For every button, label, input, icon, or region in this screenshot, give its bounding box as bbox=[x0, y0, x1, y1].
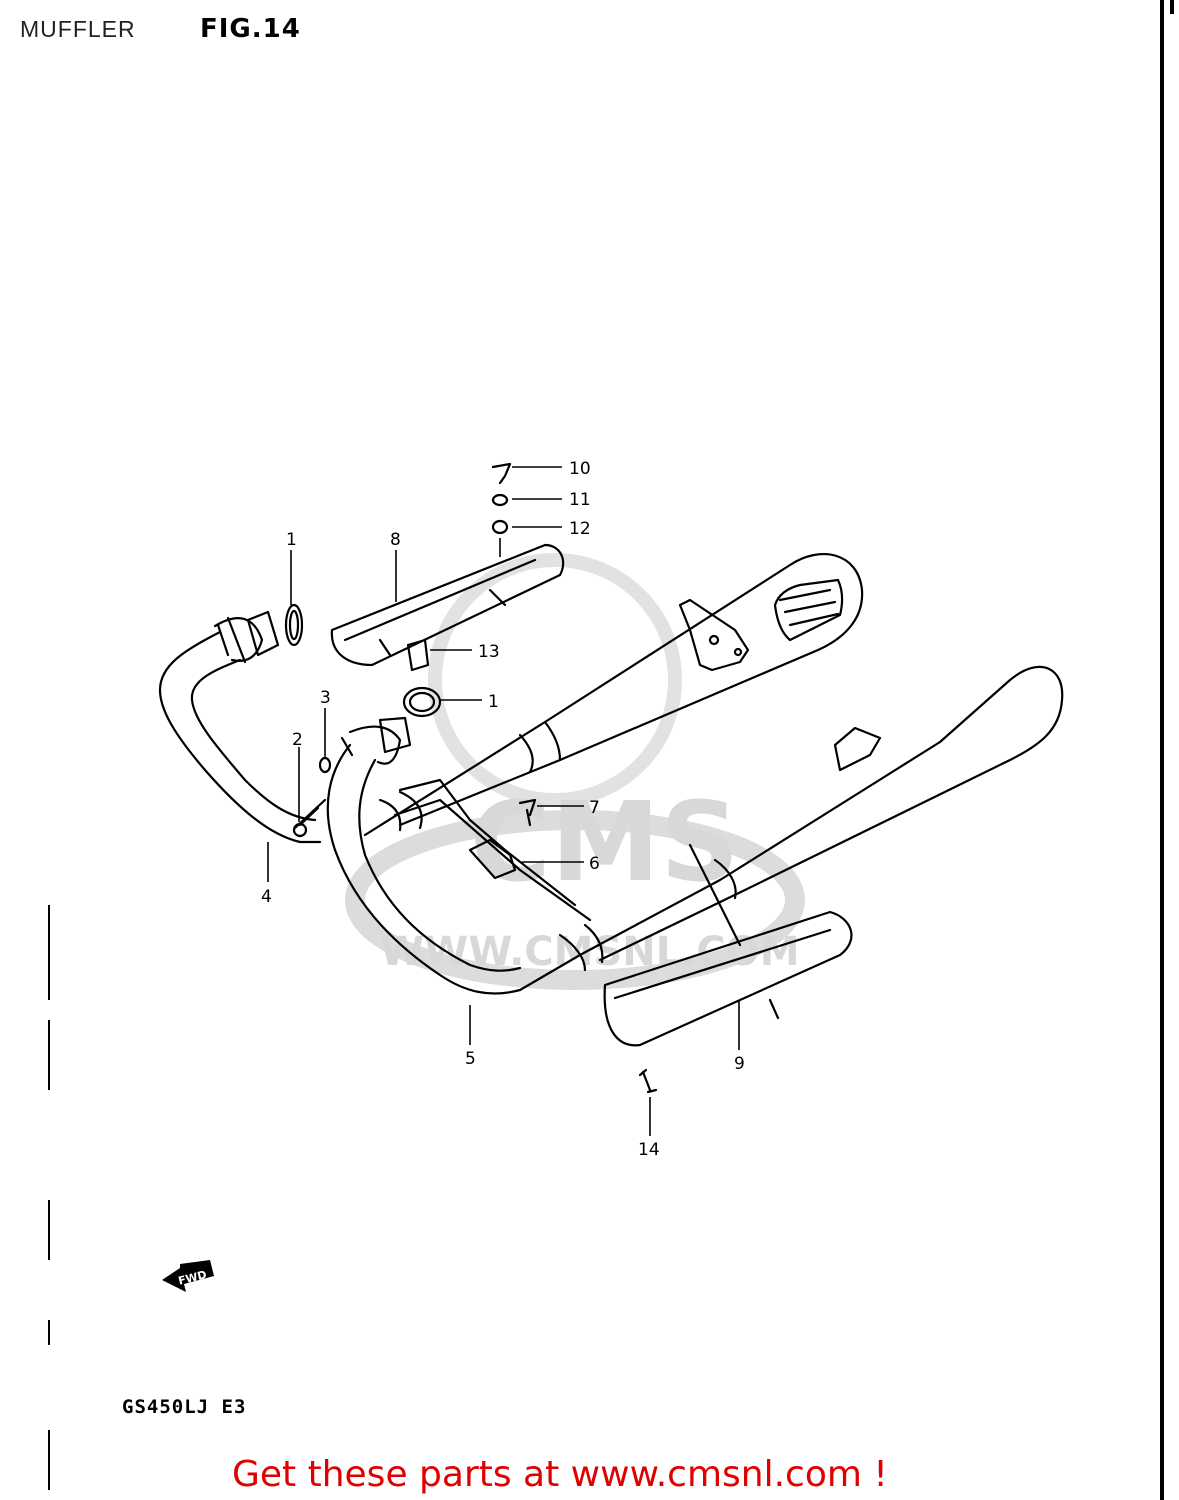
callout-13: 13 bbox=[478, 642, 500, 662]
callout-14: 14 bbox=[638, 1140, 660, 1160]
bolt-10 bbox=[491, 462, 512, 485]
callout-1-upper: 1 bbox=[286, 530, 297, 550]
page-border-tick bbox=[1170, 0, 1174, 14]
callout-12: 12 bbox=[569, 519, 591, 539]
muffler-upper bbox=[363, 552, 864, 837]
watermark-brand: CMS bbox=[470, 778, 739, 906]
fwd-arrow-icon: FWD bbox=[162, 1260, 214, 1292]
nut-11 bbox=[491, 493, 509, 507]
exhaust-pipe-right bbox=[326, 716, 522, 995]
callout-6: 6 bbox=[589, 854, 600, 874]
figure-label: FIG.14 bbox=[200, 14, 301, 44]
callout-11: 11 bbox=[569, 490, 591, 510]
callout-8: 8 bbox=[390, 530, 401, 550]
callout-5: 5 bbox=[465, 1049, 476, 1069]
callout-7: 7 bbox=[589, 798, 600, 818]
muffler-bracket-upper bbox=[678, 598, 750, 672]
clamp-13 bbox=[406, 638, 430, 672]
bolt-7 bbox=[518, 798, 537, 827]
model-code: GS450LJ E3 bbox=[122, 1396, 247, 1418]
page-border bbox=[1160, 0, 1164, 1500]
callout-4: 4 bbox=[261, 887, 272, 907]
leader-lines bbox=[267, 466, 740, 1136]
gasket-upper bbox=[284, 603, 304, 647]
muffler-bracket-lower bbox=[833, 726, 882, 772]
watermark-url: WWW.CMSNL.COM bbox=[380, 929, 800, 975]
callout-1-lower: 1 bbox=[488, 692, 499, 712]
washer-3 bbox=[318, 756, 332, 774]
exhaust-pipe-left bbox=[158, 610, 322, 844]
callouts: 10 11 12 1 8 13 1 3 2 4 7 6 5 9 14 bbox=[261, 459, 745, 1160]
heat-shield-upper bbox=[330, 543, 565, 667]
page-title: MUFFLER bbox=[20, 16, 136, 42]
heat-shield-lower bbox=[603, 910, 853, 1047]
watermark: CMS WWW.CMSNL.COM bbox=[345, 553, 805, 990]
callout-10: 10 bbox=[569, 459, 591, 479]
gasket-middle bbox=[402, 686, 442, 718]
callout-3: 3 bbox=[320, 688, 331, 708]
bolt-2 bbox=[293, 798, 327, 830]
cushion-12 bbox=[491, 519, 509, 535]
get-parts-link[interactable]: Get these parts at www.cmsnl.com ! bbox=[232, 1454, 888, 1495]
bolt-14 bbox=[638, 1068, 658, 1094]
clamp-6 bbox=[468, 838, 517, 880]
callout-9: 9 bbox=[734, 1054, 745, 1074]
callout-2: 2 bbox=[292, 730, 303, 750]
muffler-lower bbox=[378, 665, 1064, 992]
